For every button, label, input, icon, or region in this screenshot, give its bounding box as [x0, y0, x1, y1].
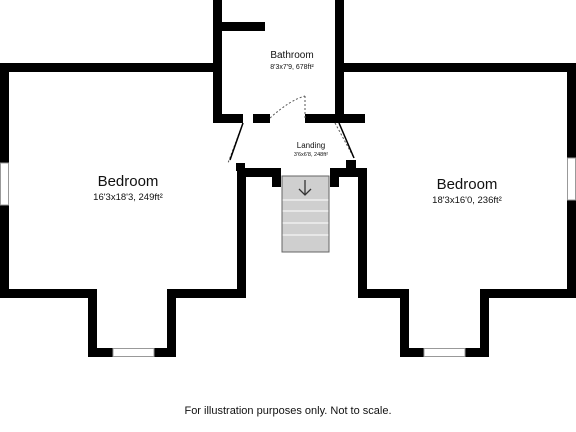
windows — [0, 157, 576, 357]
window-right-bedroom-side — [567, 157, 576, 201]
window-right-bedroom-bay — [423, 348, 466, 357]
room-dims-landing: 3'6x6'8, 248ft² — [294, 152, 328, 158]
down-arrow-icon — [298, 180, 312, 196]
disclaimer-note: For illustration purposes only. Not to s… — [184, 405, 392, 417]
room-name-bathroom: Bathroom — [270, 50, 313, 61]
landing-walls-angled — [229, 122, 355, 161]
room-dims-bedroom-right: 18'3x16'0, 236ft² — [432, 195, 502, 206]
walls — [0, 0, 576, 357]
room-name-landing: Landing — [297, 141, 325, 150]
room-name-bedroom-left: Bedroom — [98, 173, 159, 190]
staircase — [281, 175, 330, 253]
room-dims-bathroom: 8'3x7'9, 678ft² — [270, 64, 314, 71]
room-dims-bedroom-left: 16'3x18'3, 249ft² — [93, 192, 163, 203]
room-name-bedroom-right: Bedroom — [437, 176, 498, 193]
window-left-bedroom-bay — [112, 348, 155, 357]
window-left-bedroom-side — [0, 162, 9, 206]
